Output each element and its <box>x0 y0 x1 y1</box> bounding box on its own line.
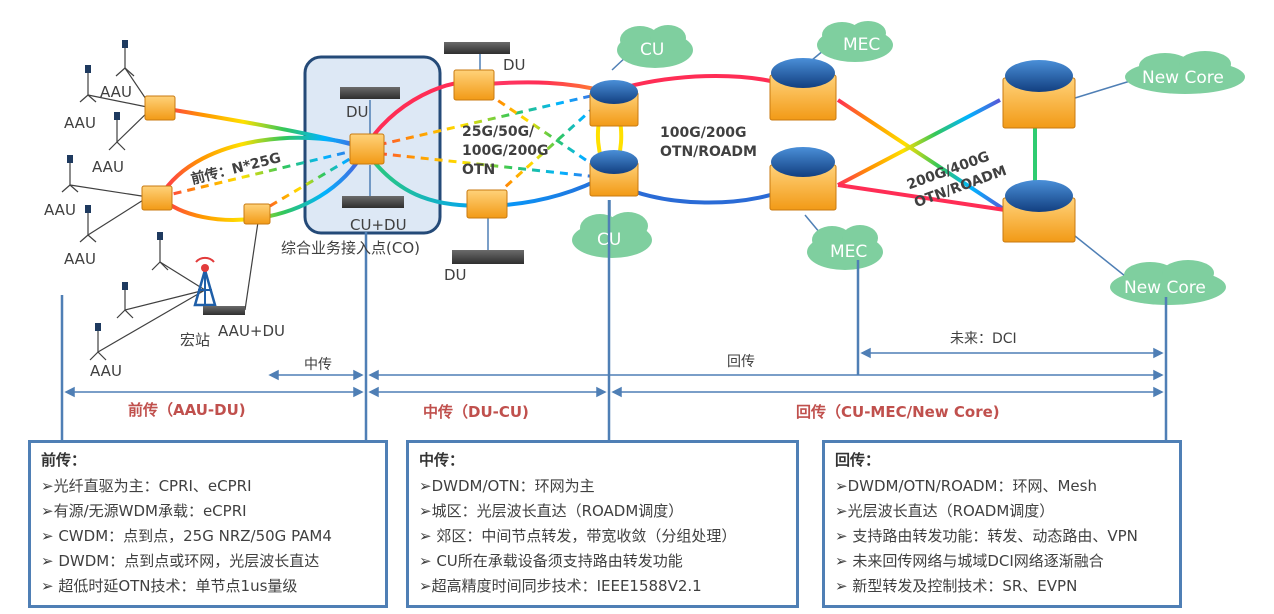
cu-du-server-icon <box>342 196 404 208</box>
mec-cloud-label-bottom: MEC <box>830 242 868 262</box>
new-core-label-top: New Core <box>1142 68 1224 88</box>
cu-cloud-label-bottom: CU <box>597 230 622 250</box>
midhaul-ring-label-3: OTN <box>462 162 496 178</box>
box-item: ➢光纤直驱为主：CPRI、eCPRI <box>41 477 252 495</box>
backhaul-segment-label: 回传（CU-MEC/New Core) <box>796 403 1000 421</box>
backhaul-ring-label-2: OTN/ROADM <box>660 144 757 160</box>
cloud-icon <box>572 21 1245 305</box>
mec-router-icon <box>769 58 837 211</box>
vertical-guides <box>60 200 1168 440</box>
box-title: 中传： <box>419 451 465 469</box>
co-label: 综合业务接入点(CO) <box>281 239 420 257</box>
dash-link <box>364 150 609 180</box>
box-item: ➢ 未来回传网络与城域DCI网络逐渐融合 <box>835 552 1104 570</box>
du-server-icon <box>340 87 400 99</box>
box-item: ➢ 新型转发及控制技术：SR、EVPN <box>835 577 1078 595</box>
du-label-bottom: DU <box>444 266 467 284</box>
midhaul-ring-label-1: 25G/50G/ <box>462 124 535 140</box>
aau-link-top <box>161 106 366 150</box>
fronthaul-segment-label: 前传（AAU-DU) <box>128 401 246 419</box>
aau-du-label: AAU+DU <box>218 322 286 340</box>
aau-antenna-group <box>61 48 259 361</box>
box-item: ➢城区：光层波长直达（ROADM调度） <box>419 502 684 520</box>
box-item: ➢DWDM/OTN：环网为主 <box>419 477 595 495</box>
box-item: ➢DWDM/OTN/ROADM：环网、Mesh <box>835 477 1097 495</box>
midhaul-info-box: 中传： ➢DWDM/OTN：环网为主 ➢城区：光层波长直达（ROADM调度） ➢… <box>406 440 799 608</box>
midhaul-span-label: 中传 <box>304 357 332 373</box>
box-item: ➢超高精度时间同步技术：IEEE1588V2.1 <box>419 577 702 595</box>
mec-cloud-label-top: MEC <box>843 35 881 55</box>
backhaul-ring-label-1: 100G/200G <box>660 125 747 141</box>
antenna-icons <box>67 40 163 331</box>
fronthaul-info-box: 前传： ➢光纤直驱为主：CPRI、eCPRI ➢有源/无源WDM承载：eCPRI… <box>28 440 388 608</box>
box-title: 回传： <box>835 451 881 469</box>
thin-link <box>1069 231 1131 281</box>
future-dci-label: 未来：DCI <box>950 331 1017 347</box>
aau-label-6: AAU <box>90 362 122 380</box>
du-server-icon-bottom <box>452 250 524 264</box>
macro-site-label: 宏站 <box>180 331 211 349</box>
box-item: ➢ DWDM：点到点或环网，光层波长直达 <box>41 552 320 570</box>
aau-label-5: AAU <box>64 250 96 268</box>
du-server-icon-top <box>444 42 510 54</box>
dash-link <box>159 146 366 199</box>
box-item: ➢ 郊区：中间节点转发，带宽收敛（分组处理） <box>419 527 737 545</box>
cu-du-label: CU+DU <box>350 216 407 234</box>
aau-label-2: AAU <box>64 114 96 132</box>
span-arrows <box>64 347 1164 398</box>
dci-bottom <box>837 183 1006 212</box>
dci-cross1 <box>836 98 1007 212</box>
midhaul-ring-top <box>474 80 609 94</box>
macro-tower-icon <box>193 256 217 307</box>
dci-cross2 <box>837 98 1001 187</box>
core-router-icon <box>1002 60 1076 243</box>
box-item: ➢ CU所在承载设备须支持路由转发功能 <box>419 552 683 570</box>
aau-label-3: AAU <box>92 158 124 176</box>
box-item: ➢有源/无源WDM承载：eCPRI <box>41 502 247 520</box>
box-title: 前传： <box>41 451 87 469</box>
dash-link <box>257 148 366 215</box>
cu-router-icon <box>589 80 639 197</box>
box-item: ➢ 支持路由转发功能：转发、动态路由、VPN <box>835 527 1138 545</box>
backhaul-info-box: 回传： ➢DWDM/OTN/ROADM：环网、Mesh ➢光层波长直达（ROAD… <box>822 440 1182 608</box>
cu-cloud-label-top: CU <box>640 40 665 60</box>
new-core-label-bottom: New Core <box>1124 278 1206 298</box>
aau-label-4: AAU <box>44 201 76 219</box>
midhaul-ring-label-2: 100G/200G <box>462 143 549 159</box>
box-item: ➢ 超低时延OTN技术：单节点1us量级 <box>41 577 298 595</box>
midhaul-segment-label: 中传（DU-CU) <box>423 403 529 421</box>
otn-node-icon <box>141 69 508 225</box>
du-label-top: DU <box>503 56 526 74</box>
backhaul-span-label: 回传 <box>727 354 755 370</box>
aau-du-server-icon <box>203 306 245 315</box>
box-item: ➢ CWDM：点到点，25G NRZ/50G PAM4 <box>41 527 332 545</box>
du-label-co: DU <box>346 103 369 121</box>
box-item: ➢光层波长直达（ROADM调度） <box>835 502 1055 520</box>
dash-link <box>474 83 609 177</box>
aau-label-1: AAU <box>100 83 132 101</box>
